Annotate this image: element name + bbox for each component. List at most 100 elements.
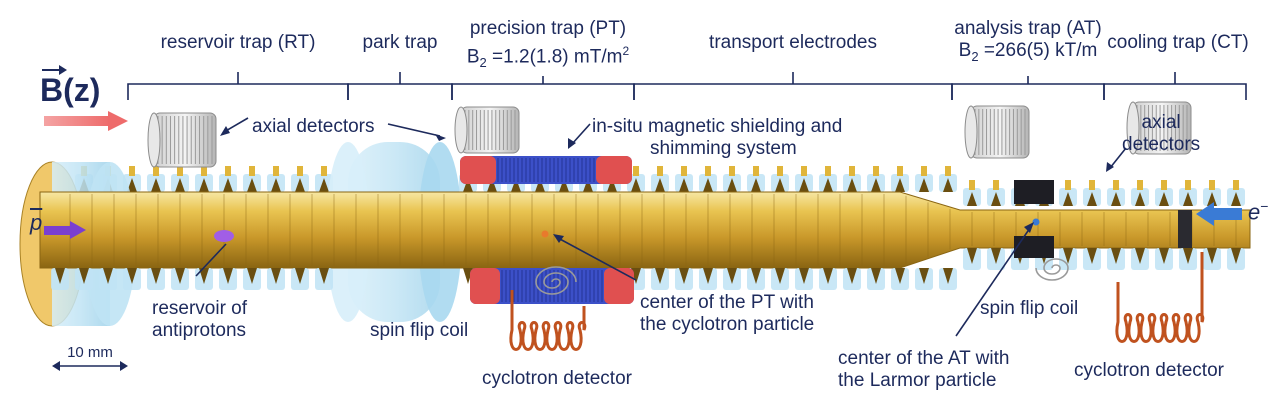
label-precision-trap: precision trap (PT) B2 =1.2(1.8) mT/m2 [467, 18, 629, 74]
electrode-ring [291, 166, 309, 192]
label-axial-detectors: axial detectors [252, 116, 375, 137]
label-scale: 10 mm [67, 344, 113, 361]
label-spin-flip-left: spin flip coil [370, 320, 469, 341]
bracket-transport [633, 72, 953, 100]
bracket-precision [451, 76, 635, 100]
electrode-ring [963, 180, 981, 206]
analysis-trap-title: analysis trap (AT) [954, 18, 1102, 39]
electrode-ring [1059, 180, 1077, 206]
shielding-line1: in-situ magnetic shielding and [592, 116, 843, 137]
label-reservoir-trap: reservoir trap (RT) [160, 32, 316, 53]
detector-drum [964, 105, 1030, 159]
precision-trap-b2: B2 =1.2(1.8) mT/m2 [467, 40, 629, 74]
label-antiproton: p [30, 210, 42, 236]
electrode-ring [795, 268, 813, 290]
electrode-ring [1203, 180, 1221, 206]
label-shielding: in-situ magnetic shielding and shimming … [592, 116, 842, 160]
electrode-ring [1203, 248, 1221, 270]
label-cyclotron-detector-left: cyclotron detector [482, 368, 632, 389]
electrode-ring [219, 268, 237, 290]
electrode-ring [1155, 248, 1173, 270]
electrode-ring [147, 166, 165, 192]
electrode-ring [195, 166, 213, 192]
detector-drum [147, 112, 217, 168]
antiproton-arrow [44, 221, 86, 239]
label-transport-electrodes: transport electrodes [709, 32, 877, 53]
electrode-ring [651, 268, 669, 290]
bracket-analysis [951, 76, 1105, 100]
electrode-ring [699, 268, 717, 290]
electrode-ring [747, 268, 765, 290]
precision-b2-value: =1.2(1.8) mT/m [486, 46, 623, 68]
bracket-cooling [1103, 72, 1247, 100]
pointer-heads [220, 126, 1114, 243]
electrode-ring [51, 268, 69, 290]
label-spin-flip-right: spin flip coil [980, 298, 1079, 319]
electron-symbol: e [1248, 199, 1261, 225]
pt-center-line2: the cyclotron particle [640, 314, 815, 335]
electron-sup: − [1260, 198, 1269, 214]
electrode-ring [243, 268, 261, 290]
electrode-ring [843, 166, 861, 192]
label-analysis-trap: analysis trap (AT) B2 =266(5) kT/m [954, 18, 1101, 68]
label-axial-detectors-right: axial detectors [1122, 112, 1200, 156]
electrode-ring [291, 268, 309, 290]
electrode-ring [1131, 180, 1149, 206]
electrode-ring [723, 166, 741, 192]
detector-drum [454, 106, 520, 154]
electrode-ring [843, 268, 861, 290]
electrode-ring [819, 268, 837, 290]
electrode-ring [1227, 180, 1245, 206]
electrode-ring [891, 268, 909, 290]
electrode-ring [219, 166, 237, 192]
electrode-ring [1131, 248, 1149, 270]
electrode-ring [1227, 248, 1245, 270]
at-particle [1032, 218, 1040, 226]
reservoir-line1: reservoir of [152, 298, 248, 319]
field-vector-symbol: B [40, 65, 68, 108]
cyclotron-detector-coil-left [509, 290, 587, 351]
section-brackets [127, 72, 1247, 100]
electrode-ring [867, 166, 885, 192]
electrode-ring [171, 268, 189, 290]
precision-b2-symbol: B [466, 46, 480, 68]
electrode-ring [1107, 180, 1125, 206]
reservoir-line2: antiprotons [152, 320, 247, 341]
at-center-line1: center of the AT with [838, 348, 1010, 369]
electrode-ring [1083, 248, 1101, 270]
analysis-b2-sub: 2 [971, 48, 979, 64]
electrode-ring [771, 268, 789, 290]
electrode-ring [315, 268, 333, 290]
electrode-ring [915, 268, 933, 290]
pt-center-line1: center of the PT with [640, 292, 814, 313]
electrode-ring [867, 268, 885, 290]
precision-b2-sup: 2 [622, 44, 630, 58]
electrode-ring [1083, 180, 1101, 206]
electrode-ring [915, 166, 933, 192]
electrode-ring [171, 166, 189, 192]
label-electron: e− [1248, 198, 1268, 225]
analysis-b2-value: =266(5) kT/m [978, 40, 1098, 61]
electrode-ring [1059, 248, 1077, 270]
axial-right-line2: detectors [1122, 134, 1201, 155]
electron-arrow [1196, 202, 1242, 226]
electrode-ring [747, 166, 765, 192]
electrode-ring [675, 268, 693, 290]
electrode-ring [795, 166, 813, 192]
electrode-ring [243, 166, 261, 192]
axial-right-line1: axial [1141, 112, 1181, 133]
electrode-ring [1179, 180, 1197, 206]
electrode-ring [267, 268, 285, 290]
electrode-ring [147, 268, 165, 290]
electrode-ring [315, 166, 333, 192]
electrode-ring [675, 166, 693, 192]
label-reservoir-antiprotons: reservoir of antiprotons [152, 298, 247, 342]
electrode-ring [1179, 248, 1197, 270]
trap-tube [39, 191, 1251, 269]
electrode-ring [651, 166, 669, 192]
electrode-ring [267, 166, 285, 192]
label-pt-center: center of the PT with the cyclotron part… [640, 292, 814, 336]
shielding-line2: shimming system [650, 138, 797, 159]
label-cooling-trap: cooling trap (CT) [1107, 32, 1249, 53]
